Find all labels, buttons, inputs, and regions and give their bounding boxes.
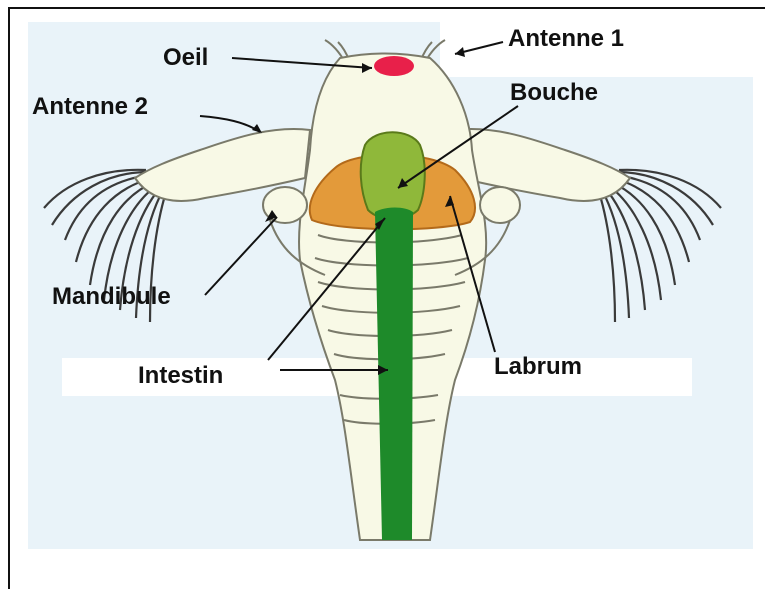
label-labrum: Labrum bbox=[494, 353, 582, 380]
label-oeil: Oeil bbox=[163, 44, 208, 71]
right-mandible bbox=[480, 187, 520, 223]
label-bouche: Bouche bbox=[510, 79, 598, 106]
eye-shape bbox=[374, 56, 414, 76]
label-antenne-2: Antenne 2 bbox=[32, 93, 148, 120]
label-antenne-1: Antenne 1 bbox=[508, 25, 624, 52]
label-intestin: Intestin bbox=[138, 362, 223, 389]
label-mandibule: Mandibule bbox=[52, 283, 171, 310]
